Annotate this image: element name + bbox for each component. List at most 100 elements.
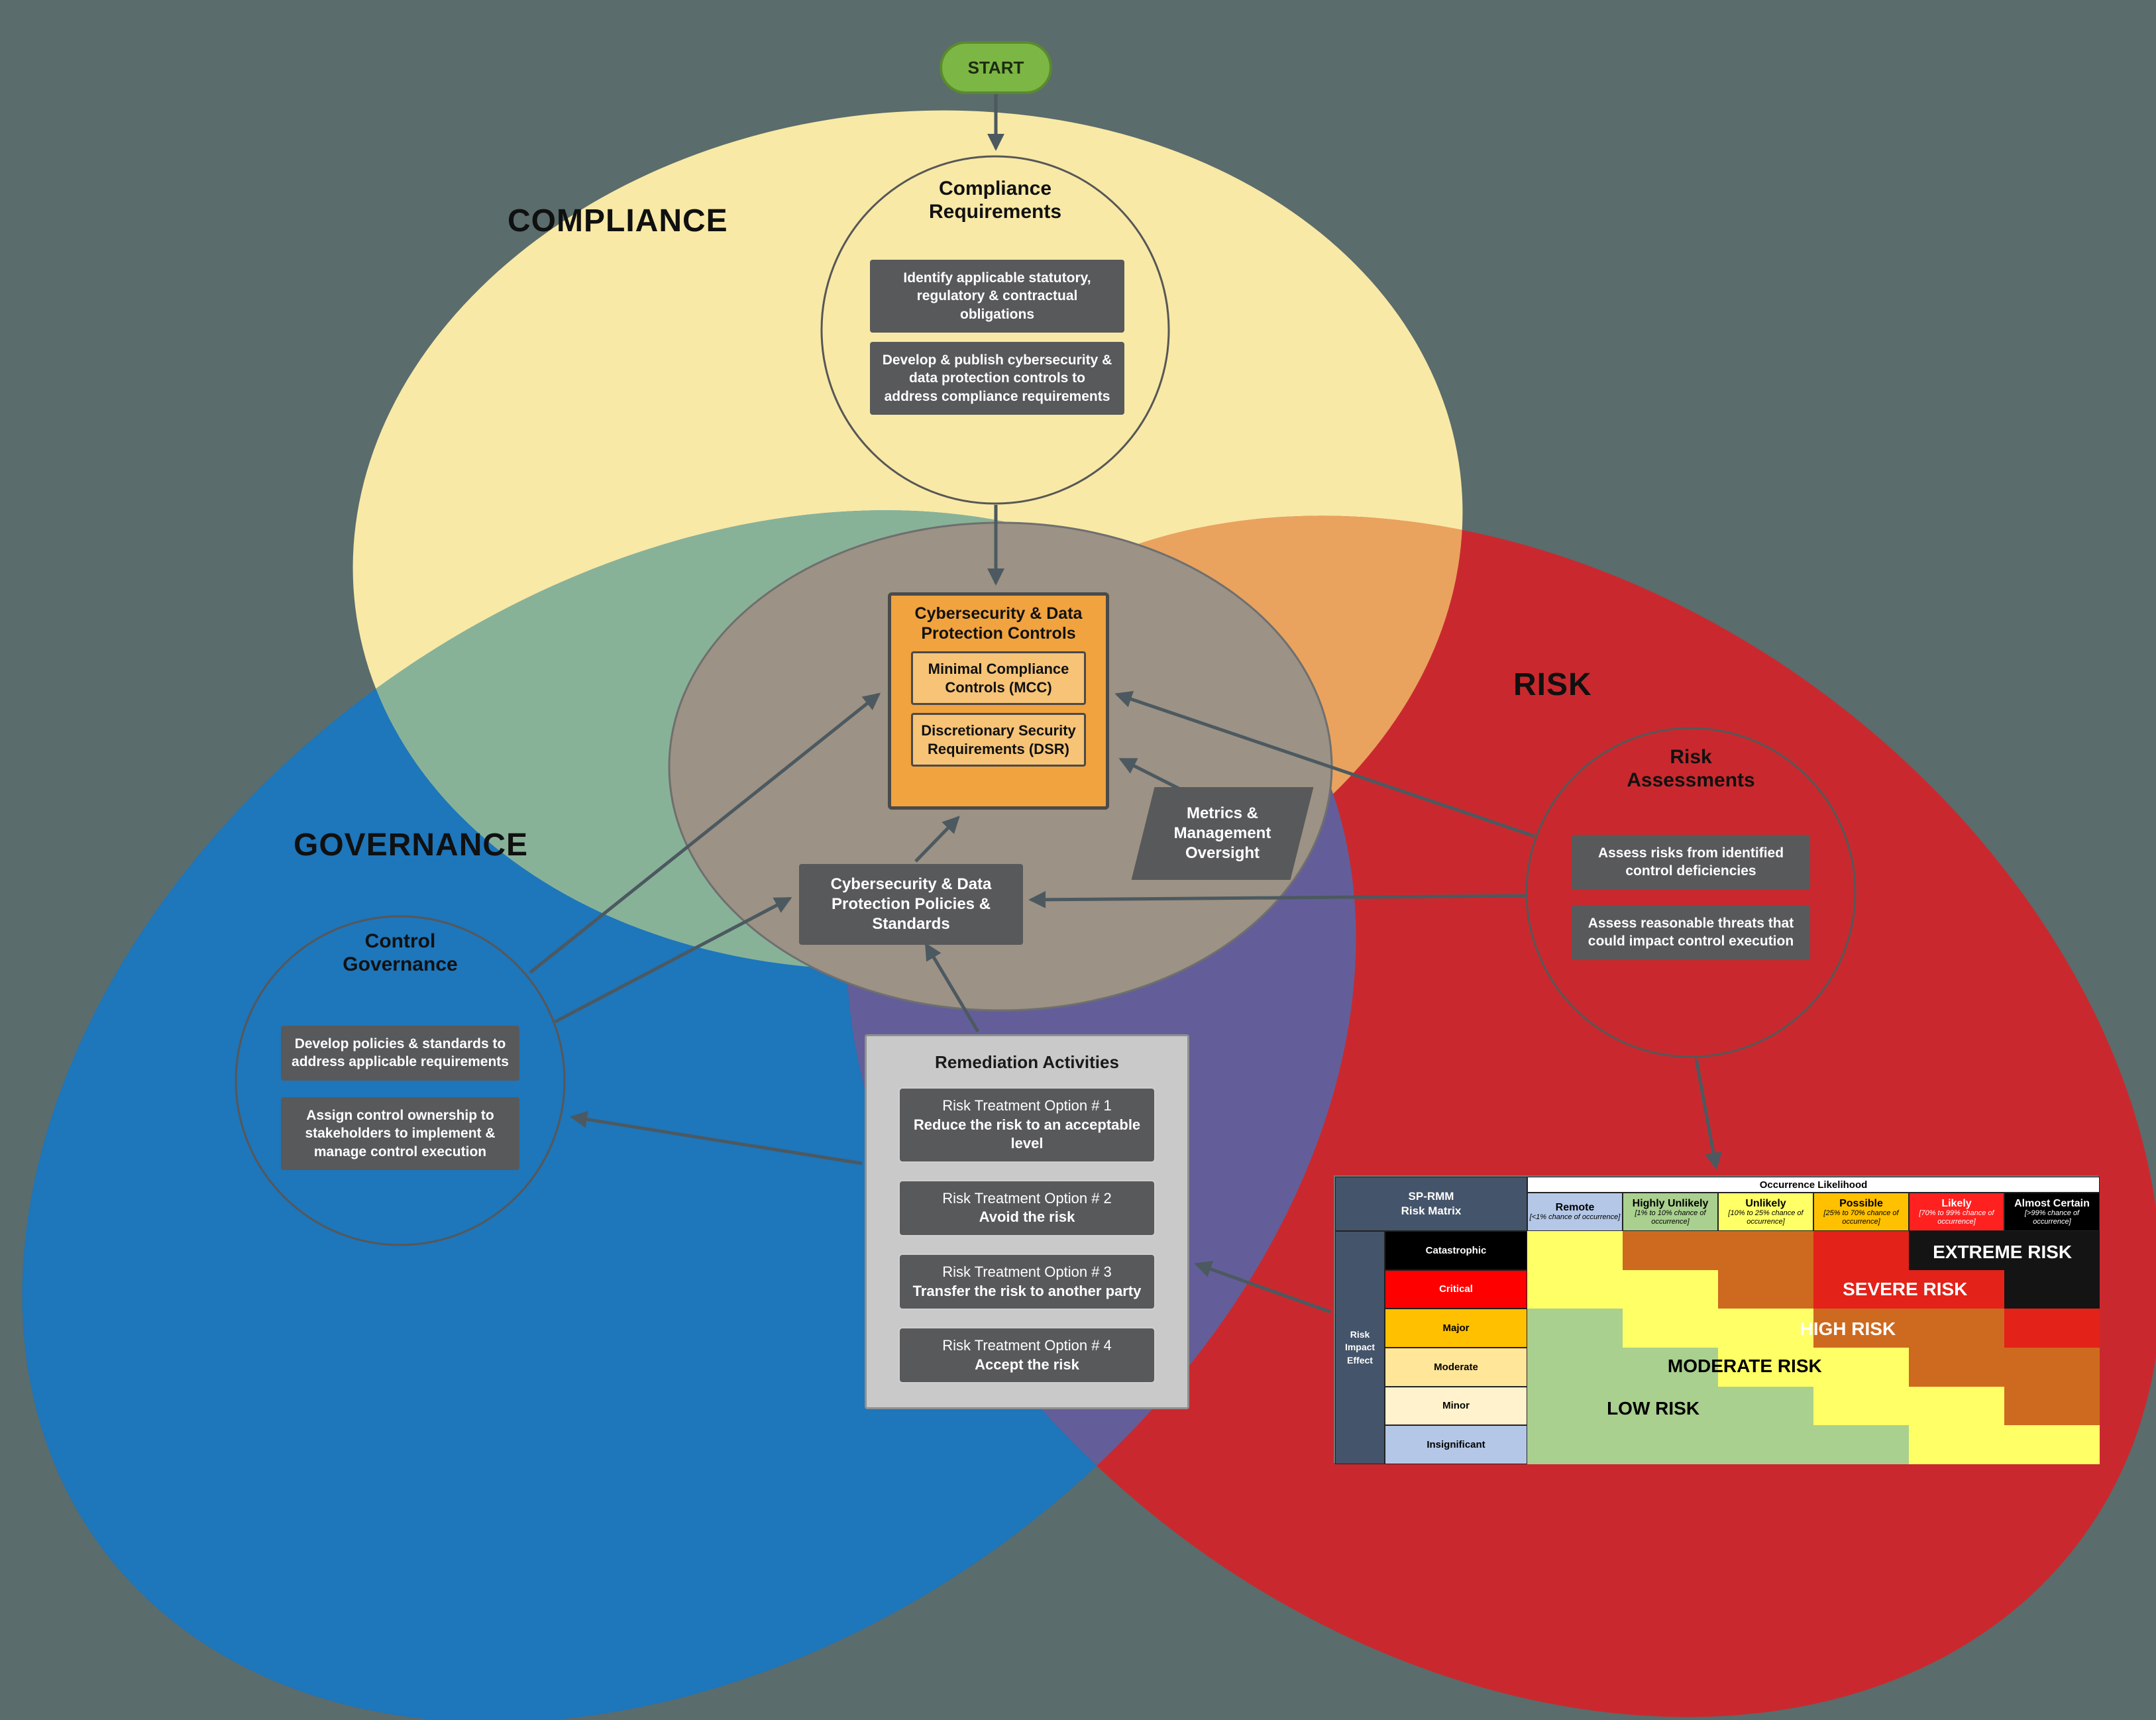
matrix-cell-low: [1527, 1425, 1623, 1464]
matrix-cell-moderate: [1527, 1269, 1623, 1309]
control-governance-item: Assign control ownership to stakeholders…: [281, 1097, 519, 1170]
matrix-cell-moderate: [1909, 1425, 2004, 1464]
matrix-cell-moderate: [1527, 1231, 1623, 1270]
risk-assessments-title: Risk Assessments: [1627, 746, 1755, 791]
matrix-cell-high: [1623, 1231, 1718, 1270]
governance-region-label: GOVERNANCE: [294, 828, 529, 863]
arrow-risk-to-controls: [1114, 690, 1535, 838]
treatment-option-desc: Avoid the risk: [979, 1209, 1075, 1226]
matrix-cell-severe: [1813, 1269, 1909, 1309]
treatment-option-desc: Transfer the risk to another party: [912, 1282, 1142, 1299]
arrow-risk-to-matrix: [1694, 1058, 1722, 1170]
matrix-cell-severe: [1813, 1231, 1909, 1270]
risk-treatment-option: Risk Treatment Option # 2 Avoid the risk: [898, 1179, 1156, 1236]
matrix-cell-severe: [2004, 1309, 2100, 1348]
matrix-likelihood-header: Possible[25% to 70% chance of occurrence…: [1813, 1193, 1909, 1231]
remediation-title: Remediation Activities: [935, 1052, 1119, 1072]
matrix-cell-extreme: [1909, 1231, 2004, 1270]
minimal-compliance-controls-box: Minimal Compliance Controls (MCC): [911, 651, 1086, 705]
matrix-likelihood-header: Almost Certain[>99% chance of occurrence…: [2004, 1193, 2100, 1231]
matrix-cell-moderate: [2004, 1425, 2100, 1464]
matrix-cell-high: [2004, 1386, 2100, 1426]
matrix-cell-moderate: [1718, 1309, 1813, 1348]
arrow-policies-to-controls: [914, 816, 960, 863]
matrix-impact-label: Catastrophic: [1385, 1231, 1527, 1270]
matrix-cell-low: [1623, 1348, 1718, 1387]
matrix-cell-extreme: [2004, 1231, 2100, 1270]
risk-assessments-item: Assess reasonable threats that could imp…: [1572, 905, 1810, 960]
treatment-option-desc: Accept the risk: [975, 1356, 1079, 1373]
matrix-cell-low: [1718, 1386, 1813, 1426]
arrow-remediation-to-governance: [570, 1110, 863, 1165]
matrix-cell-low: [1718, 1425, 1813, 1464]
matrix-cell-moderate: [1813, 1348, 1909, 1387]
matrix-cell-high: [1718, 1231, 1813, 1270]
flow-arrows: [529, 94, 1722, 1314]
policies-standards-box: Cybersecurity & Data Protection Policies…: [799, 864, 1023, 945]
matrix-cell-low: [1623, 1386, 1718, 1426]
matrix-cell-low: [1813, 1425, 1909, 1464]
matrix-cell-severe: [1909, 1269, 2004, 1309]
matrix-impact-axis-label: Risk Impact Effect: [1335, 1231, 1385, 1464]
controls-box-title: Cybersecurity & Data Protection Controls: [914, 604, 1083, 643]
risk-assessments-item: Assess risks from identified control def…: [1572, 835, 1810, 890]
matrix-cell-low: [1527, 1309, 1623, 1348]
matrix-cell-high: [1909, 1309, 2004, 1348]
control-governance-title: Control Governance: [343, 930, 458, 975]
risk-treatment-option: Risk Treatment Option # 1 Reduce the risk…: [898, 1087, 1156, 1163]
matrix-cell-moderate: [1623, 1269, 1718, 1309]
control-governance-circle: [235, 915, 566, 1246]
matrix-cell-moderate: [1718, 1348, 1813, 1387]
metrics-oversight-label: Metrics & Management Oversight: [1173, 804, 1271, 862]
cybersecurity-controls-box: Cybersecurity & Data Protection Controls…: [888, 592, 1109, 810]
remediation-options: Risk Treatment Option # 1 Reduce the risk…: [867, 1073, 1187, 1384]
risk-region-label: RISK: [1513, 667, 1592, 702]
matrix-likelihood-header: Highly Unlikely[1% to 10% chance of occu…: [1623, 1193, 1718, 1231]
matrix-cell-moderate: [1813, 1386, 1909, 1426]
matrix-cell-low: [1527, 1348, 1623, 1387]
metrics-oversight-node: Metrics & Management Oversight: [1131, 787, 1314, 880]
matrix-cell-moderate: [1623, 1309, 1718, 1348]
treatment-option-title: Risk Treatment Option # 2: [942, 1189, 1112, 1207]
matrix-cell-high: [1718, 1269, 1813, 1309]
matrix-cell-extreme: [2004, 1269, 2100, 1309]
matrix-cell-low: [1527, 1386, 1623, 1426]
matrix-impact-label: Minor: [1385, 1386, 1527, 1426]
treatment-option-title: Risk Treatment Option # 1: [942, 1097, 1112, 1114]
compliance-requirements-title: Compliance Requirements: [928, 178, 1062, 223]
matrix-impact-label: Major: [1385, 1309, 1527, 1348]
matrix-cell-high: [1813, 1309, 1909, 1348]
treatment-option-desc: Reduce the risk to an acceptable level: [913, 1116, 1141, 1152]
matrix-likelihood-header: Likely[70% to 99% chance of occurrence]: [1909, 1193, 2004, 1231]
matrix-cell-high: [2004, 1348, 2100, 1387]
risk-treatment-option: Risk Treatment Option # 3 Transfer the ri…: [898, 1253, 1156, 1311]
matrix-impact-label: Critical: [1385, 1269, 1527, 1309]
matrix-cell-low: [1623, 1425, 1718, 1464]
matrix-likelihood-header: Remote[<1% chance of occurrence]: [1527, 1193, 1623, 1231]
compliance-region-label: COMPLIANCE: [508, 203, 728, 239]
control-governance-item: Develop policies & standards to address …: [281, 1026, 519, 1081]
arrow-governance-to-controls: [529, 692, 881, 974]
arrow-remediation-to-policies: [924, 942, 980, 1033]
compliance-requirements-item: Identify applicable statutory, regulator…: [870, 260, 1124, 333]
matrix-cell-high: [1909, 1348, 2004, 1387]
compliance-requirements-circle: [820, 155, 1170, 505]
matrix-likelihood-header: Unlikely[10% to 25% chance of occurrence…: [1718, 1193, 1813, 1231]
arrow-risk-to-policies: [1028, 890, 1526, 908]
remediation-activities-panel: Remediation Activities Risk Treatment Op…: [865, 1034, 1189, 1409]
arrow-governance-to-policies: [554, 896, 792, 1024]
arrow-matrix-to-remediation: [1194, 1261, 1331, 1314]
compliance-requirements-item: Develop & publish cybersecurity & data p…: [870, 342, 1124, 415]
matrix-occurrence-header: Occurrence Likelihood: [1527, 1177, 2100, 1193]
discretionary-security-requirements-box: Discretionary Security Requirements (DSR…: [911, 713, 1086, 767]
matrix-cell-moderate: [1909, 1386, 2004, 1426]
treatment-option-title: Risk Treatment Option # 3: [942, 1263, 1112, 1280]
matrix-impact-label: Insignificant: [1385, 1425, 1527, 1464]
start-node: START: [940, 41, 1052, 94]
risk-assessments-circle: [1525, 727, 1857, 1058]
matrix-corner-title: SP-RMM Risk Matrix: [1335, 1177, 1527, 1231]
